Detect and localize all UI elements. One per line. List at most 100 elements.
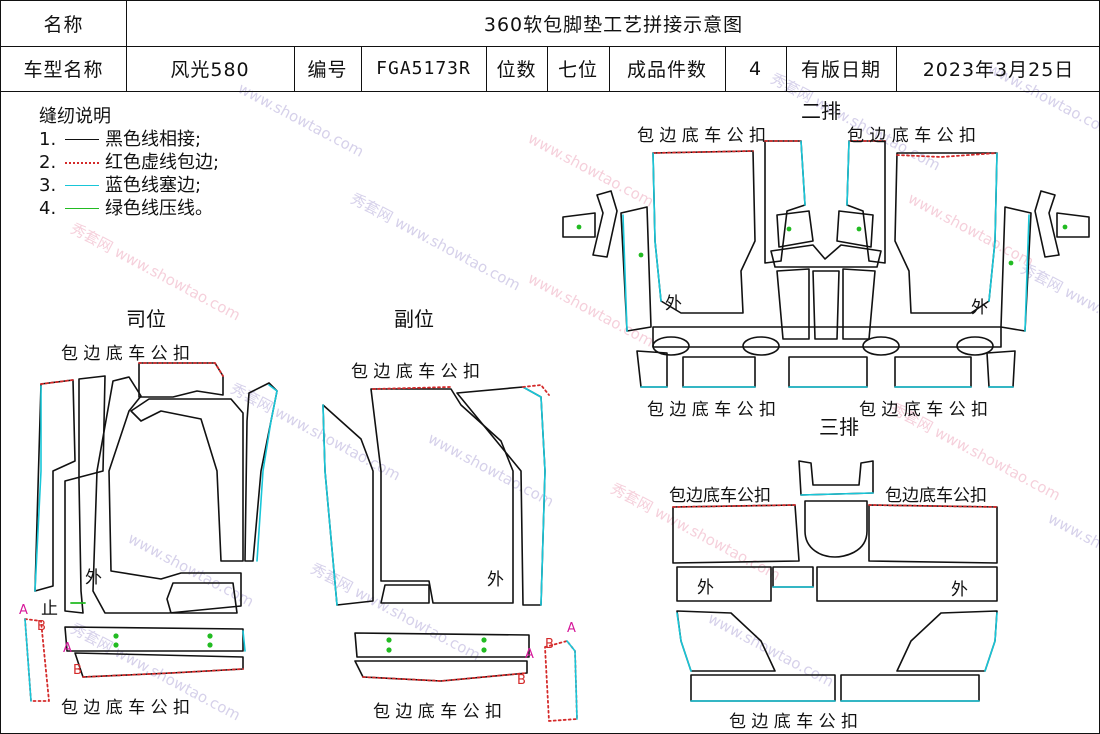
header-col-1 bbox=[126, 1, 127, 91]
driver-pieces bbox=[24, 362, 278, 702]
model-value: 风光580 bbox=[170, 59, 250, 81]
row2-left-tab bbox=[592, 190, 618, 258]
row2-tile-2 bbox=[682, 356, 756, 388]
legend-num: 4. bbox=[39, 198, 57, 219]
row2-mid-leg-left bbox=[776, 268, 810, 340]
green-dot bbox=[113, 633, 119, 639]
passenger-top-note: 包 边 底 车 公 扣 bbox=[351, 362, 481, 382]
legend-num: 1. bbox=[39, 129, 57, 150]
green-dot bbox=[576, 224, 582, 230]
row2-bottom-left-note: 包 边 底 车 公 扣 bbox=[647, 400, 777, 420]
driver-lower-bar-edge bbox=[242, 630, 246, 652]
passenger-lower-hem bbox=[362, 672, 528, 682]
row2-mid-box-left bbox=[776, 210, 814, 248]
row2-mid-center bbox=[812, 270, 840, 340]
green-dot bbox=[207, 633, 213, 639]
pieces-value: 4 bbox=[748, 57, 763, 80]
green-dot bbox=[113, 642, 119, 648]
row2-bottom-right-note: 包 边 底 车 公 扣 bbox=[859, 400, 989, 420]
green-dot bbox=[1062, 224, 1068, 230]
legend-text: 红色虚线包边; bbox=[105, 152, 220, 173]
row2-ring-4 bbox=[956, 336, 994, 356]
row2-ring-3 bbox=[862, 336, 900, 356]
row2-mid-box-right bbox=[836, 210, 874, 248]
code-label: 编号 bbox=[307, 59, 348, 81]
passenger-tail-edge bbox=[566, 640, 578, 720]
driver-lower-bar-hem bbox=[82, 668, 244, 678]
marker-a: A bbox=[567, 621, 576, 636]
seats-value: 七位 bbox=[557, 59, 598, 81]
green-dot bbox=[481, 647, 487, 653]
row3-bottom-left bbox=[690, 674, 836, 702]
row2-crossbar bbox=[652, 326, 1002, 348]
row3-left-top-hem bbox=[672, 504, 796, 508]
legend-title: 缝纫说明 bbox=[39, 106, 111, 127]
row2-left-hem bbox=[652, 150, 754, 154]
row3-left-wheel-edge bbox=[676, 612, 692, 672]
driver-strip-2 bbox=[64, 375, 106, 614]
passenger-outer-mark: 外 bbox=[487, 570, 504, 590]
row2-right-edge bbox=[988, 152, 998, 302]
marker-b: B bbox=[545, 637, 554, 652]
row3-right-top-hem bbox=[868, 504, 998, 508]
sewing-legend: 缝纫说明 1. 黑色线相接; 2. 红色虚线包边; 3. 蓝色线塞边; 4. 绿… bbox=[39, 105, 219, 220]
passenger-bottom-note: 包 边 底 车 公 扣 bbox=[373, 702, 503, 722]
passenger-main-panel bbox=[370, 388, 514, 604]
row3-right-wheel-edge bbox=[984, 612, 998, 672]
legend-num: 3. bbox=[39, 175, 57, 196]
name-label: 名称 bbox=[43, 14, 84, 36]
header-col-6 bbox=[609, 46, 610, 91]
passenger-pieces bbox=[322, 384, 578, 722]
marker-b: B bbox=[73, 663, 82, 678]
header-col-8 bbox=[786, 46, 787, 91]
row2-mid-bridge bbox=[770, 244, 882, 268]
header-rule-1 bbox=[1, 46, 1099, 47]
row3-outer-left: 外 bbox=[697, 578, 714, 598]
row2-mid-right-strip bbox=[846, 140, 886, 264]
row3-bottom-right bbox=[840, 674, 980, 702]
row2-title: 二排 bbox=[801, 99, 841, 123]
row2-right-small bbox=[1056, 212, 1090, 238]
date-label: 有版日期 bbox=[800, 59, 881, 81]
date-value: 2023年3月25日 bbox=[922, 59, 1075, 81]
code-value: FGA5173R bbox=[376, 58, 471, 79]
header-col-9 bbox=[896, 46, 897, 91]
row3-title: 三排 bbox=[819, 415, 859, 439]
row2-mid-left-edge bbox=[800, 140, 806, 206]
driver-top-panel-hem bbox=[138, 362, 224, 377]
header-col-3 bbox=[361, 46, 362, 91]
header-col-5 bbox=[547, 46, 548, 91]
legend-item-red: 2. 红色虚线包边; bbox=[39, 151, 219, 174]
row2-tile-3 bbox=[788, 356, 868, 388]
red-dotted-swatch bbox=[65, 161, 99, 164]
header-col-2 bbox=[294, 46, 295, 91]
row2-top-right-note: 包 边 底 车 公 扣 bbox=[847, 126, 977, 146]
row2-ring-2 bbox=[742, 336, 780, 356]
row3-left-top bbox=[672, 504, 800, 564]
driver-top-panel bbox=[138, 362, 224, 398]
green-dot bbox=[207, 642, 213, 648]
row2-mid-left-strip bbox=[764, 140, 806, 264]
passenger-tail-piece bbox=[544, 640, 578, 722]
passenger-right-hem bbox=[522, 384, 550, 396]
row3-right-wheel bbox=[896, 610, 998, 672]
driver-top-note: 包 边 底 车 公 扣 bbox=[61, 344, 191, 364]
green-dot bbox=[1008, 260, 1014, 266]
row3-outer-right: 外 bbox=[951, 580, 968, 600]
legend-text: 黑色线相接; bbox=[105, 129, 202, 150]
row2-pieces bbox=[562, 140, 1090, 388]
row2-outer-left: 外 bbox=[665, 294, 682, 314]
legend-num: 2. bbox=[39, 152, 57, 173]
row2-ring-1 bbox=[652, 336, 690, 356]
driver-center-panel bbox=[130, 398, 244, 562]
seats-label: 位数 bbox=[496, 59, 537, 81]
legend-item-cyan: 3. 蓝色线塞边; bbox=[39, 174, 219, 197]
passenger-foot-box bbox=[380, 584, 430, 604]
row3-right-mid bbox=[816, 566, 998, 602]
row2-mid-right-edge bbox=[846, 140, 850, 206]
row3-top-handle bbox=[798, 460, 874, 496]
row2-outer-right: 外 bbox=[971, 298, 988, 318]
row3-right-top bbox=[868, 504, 998, 564]
row3-small-box bbox=[772, 566, 814, 588]
